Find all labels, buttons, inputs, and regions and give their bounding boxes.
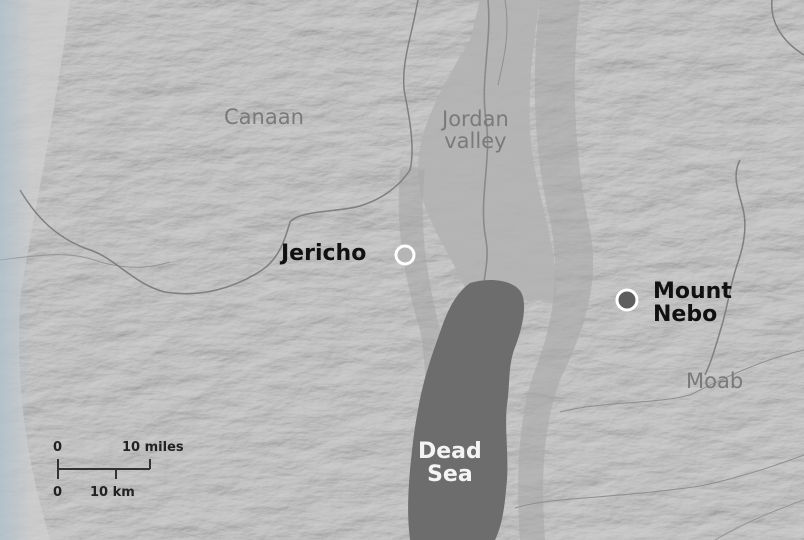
place-label-mount-nebo-line2: Nebo: [653, 302, 718, 328]
scale-bar: [57, 459, 151, 479]
place-label-jericho: Jericho: [281, 241, 367, 266]
mount-nebo-marker: [615, 288, 639, 312]
region-label-moab: Moab: [686, 369, 744, 393]
region-label-jordan-valley-line1: Jordan: [442, 107, 509, 131]
region-label-canaan: Canaan: [224, 105, 304, 129]
scale-label-miles: 10 miles: [122, 440, 184, 455]
water-label-dead-sea-line2: Sea: [427, 462, 473, 488]
jericho-marker: [394, 244, 416, 266]
place-label-mount-nebo-line1: Mount: [653, 279, 732, 304]
region-label-jordan-valley-line2: valley: [444, 129, 507, 154]
water-label-dead-sea: Dead Sea: [418, 440, 482, 486]
scale-label-miles-zero: 0: [53, 440, 63, 455]
region-label-jordan-valley: Jordan valley: [442, 108, 509, 152]
scale-label-km-zero: 0: [53, 485, 63, 500]
place-label-mount-nebo: Mount Nebo: [653, 280, 732, 326]
water-label-dead-sea-line1: Dead: [418, 439, 482, 464]
scale-label-km: 10 km: [90, 485, 135, 500]
